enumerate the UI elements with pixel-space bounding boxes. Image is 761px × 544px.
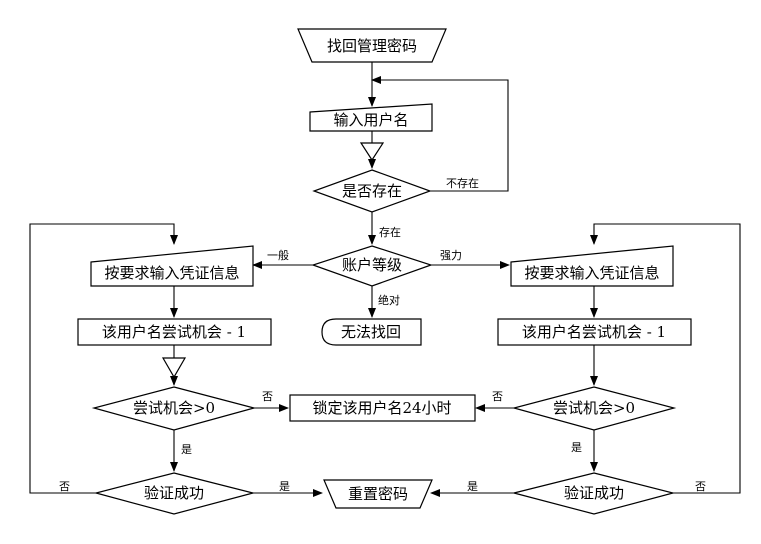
left-verify-label: 验证成功	[144, 484, 204, 502]
right-decrement-node	[497, 318, 692, 346]
right-credentials-input-node	[510, 245, 674, 287]
left-verify-decision	[93, 472, 256, 515]
start-node	[297, 28, 447, 63]
edge-label-left-no-lock: 否	[262, 390, 273, 403]
left-decrement-node	[77, 318, 272, 346]
input-username-node	[309, 103, 433, 132]
edge-label-right-yes-verify: 是	[571, 441, 582, 454]
edge-label-left-verify-yes: 是	[279, 480, 290, 493]
left-credentials-input-label: 按要求输入凭证信息	[104, 264, 239, 282]
cannot-recover-label: 无法找回	[341, 323, 401, 341]
exists-decision-label: 是否存在	[342, 182, 402, 200]
left-attempts-decision	[91, 386, 257, 431]
exists-decision	[312, 169, 432, 213]
edge-not-exists-loop	[371, 76, 509, 192]
account-level-label: 账户等级	[342, 256, 402, 274]
account-level-decision	[311, 245, 433, 287]
reset-password-label: 重置密码	[348, 485, 408, 503]
edge-label-not-exists: 不存在	[446, 176, 479, 190]
edge-label-normal: 一般	[267, 249, 289, 262]
right-attempts-decision	[511, 386, 677, 431]
lock-account-label: 锁定该用户名24小时	[312, 399, 451, 417]
edge-left-verify-no-loop	[29, 223, 178, 494]
cannot-recover-node	[321, 318, 422, 346]
edge-label-strong: 强力	[440, 249, 462, 262]
edge-label-left-yes-verify: 是	[181, 443, 192, 456]
start-label: 找回管理密码	[327, 37, 417, 55]
left-connector-funnel-icon	[161, 357, 187, 379]
edge-label-exists: 存在	[379, 225, 401, 239]
reset-password-node	[323, 479, 433, 509]
connector-funnel-icon	[359, 142, 385, 162]
right-credentials-input-label: 按要求输入凭证信息	[524, 264, 659, 282]
edge-label-absolute: 绝对	[378, 293, 400, 307]
left-credentials-input-node	[90, 245, 254, 287]
lock-account-node	[289, 394, 476, 422]
right-decrement-label: 该用户名尝试机会 - 1	[522, 323, 666, 341]
edge-label-right-verify-no: 否	[695, 480, 706, 493]
edge-label-right-no-lock: 否	[492, 390, 503, 403]
edge-right-verify-no-loop	[590, 223, 741, 494]
left-decrement-label: 该用户名尝试机会 - 1	[102, 323, 246, 341]
right-attempts-label: 尝试机会>0	[553, 399, 635, 417]
left-attempts-label: 尝试机会>0	[133, 399, 215, 417]
right-verify-label: 验证成功	[564, 484, 624, 502]
input-username-label: 输入用户名	[333, 111, 408, 129]
edge-label-left-verify-no: 否	[59, 480, 70, 493]
right-verify-decision	[513, 472, 676, 515]
edge-label-right-verify-yes: 是	[467, 480, 478, 493]
